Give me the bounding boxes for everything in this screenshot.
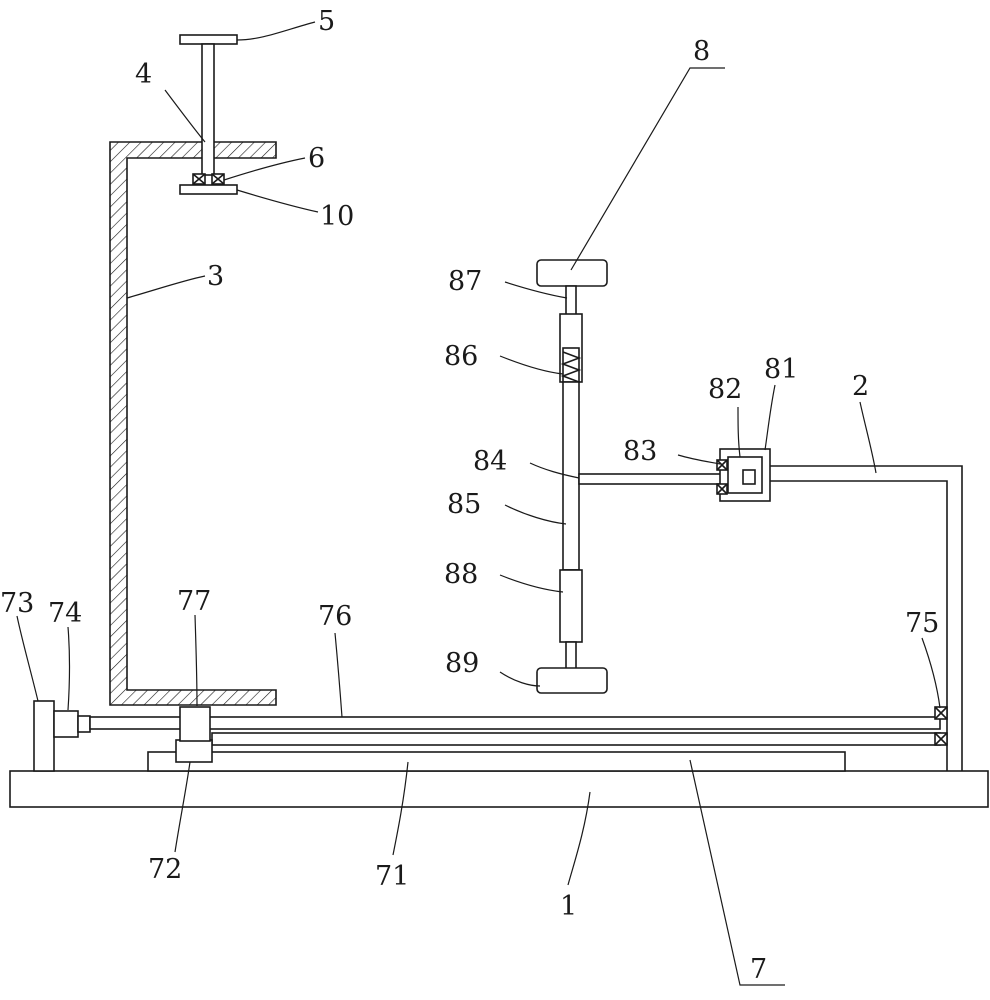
leader-10 (236, 189, 319, 213)
leader-89 (499, 671, 541, 687)
label-86: 86 (444, 341, 478, 372)
leader-75 (921, 637, 941, 709)
leader-85 (504, 504, 567, 525)
handle (179, 34, 238, 45)
bearing-upper (934, 706, 948, 720)
leader-1 (567, 791, 591, 886)
support-frame-outer (767, 465, 963, 771)
leader-76 (334, 632, 343, 718)
connecting-rod (578, 473, 722, 485)
lower-rod (565, 641, 577, 671)
label-81: 81 (764, 354, 798, 385)
support-frame-inner (767, 480, 948, 771)
label-8: 8 (693, 36, 710, 67)
label-4: 4 (135, 59, 152, 90)
leader-86 (499, 355, 564, 375)
label-6: 6 (308, 143, 325, 174)
label-5: 5 (318, 6, 335, 37)
leader-73 (16, 615, 39, 702)
screw-rod (201, 43, 215, 176)
leader-3 (126, 275, 206, 299)
piston (742, 469, 756, 485)
leader-87 (504, 281, 568, 299)
bearing-top (192, 173, 225, 185)
motor-coupling (77, 715, 91, 733)
leader-88 (499, 574, 564, 593)
label-73: 73 (0, 588, 34, 619)
label-77: 77 (177, 586, 211, 617)
label-84: 84 (473, 446, 507, 477)
leader-72 (174, 761, 191, 853)
leader-7 (689, 759, 785, 986)
label-88: 88 (444, 559, 478, 590)
label-2: 2 (852, 371, 869, 402)
label-89: 89 (445, 648, 479, 679)
leader-5 (236, 21, 316, 41)
slide-rail (147, 751, 846, 772)
leader-83 (677, 454, 721, 465)
label-82: 82 (708, 374, 742, 405)
label-3: 3 (207, 261, 224, 292)
leader-71 (392, 761, 409, 856)
upper-rod (565, 285, 577, 317)
leader-74 (67, 626, 71, 711)
label-76: 76 (318, 601, 352, 632)
label-75: 75 (905, 608, 939, 639)
leader-6 (223, 157, 306, 181)
label-83: 83 (623, 436, 657, 467)
lead-screw (89, 716, 941, 730)
label-74: 74 (48, 598, 82, 629)
bearing-lower (934, 732, 948, 746)
c-frame (109, 141, 277, 706)
nut-block (179, 706, 211, 742)
leader-4 (164, 89, 206, 143)
base-plate (9, 770, 989, 808)
lower-sleeve (559, 569, 583, 643)
lower-pad (536, 667, 608, 694)
leader-81 (764, 384, 776, 451)
leader-77 (194, 614, 198, 707)
label-71: 71 (375, 861, 409, 892)
leader-2 (859, 401, 877, 474)
label-87: 87 (448, 266, 482, 297)
press-plate (179, 184, 238, 195)
seal-ring (716, 459, 728, 495)
leader-84 (529, 462, 580, 479)
guide-rod (211, 732, 941, 746)
label-72: 72 (148, 854, 182, 885)
label-7: 7 (750, 954, 767, 985)
leader-82 (737, 406, 741, 458)
upper-pad (536, 259, 608, 287)
label-85: 85 (447, 489, 481, 520)
label-10: 10 (320, 201, 354, 232)
label-1: 1 (560, 891, 577, 922)
motor-mount (33, 700, 55, 772)
motor (53, 710, 79, 738)
slider-block (175, 739, 213, 763)
leader-8 (570, 67, 725, 271)
